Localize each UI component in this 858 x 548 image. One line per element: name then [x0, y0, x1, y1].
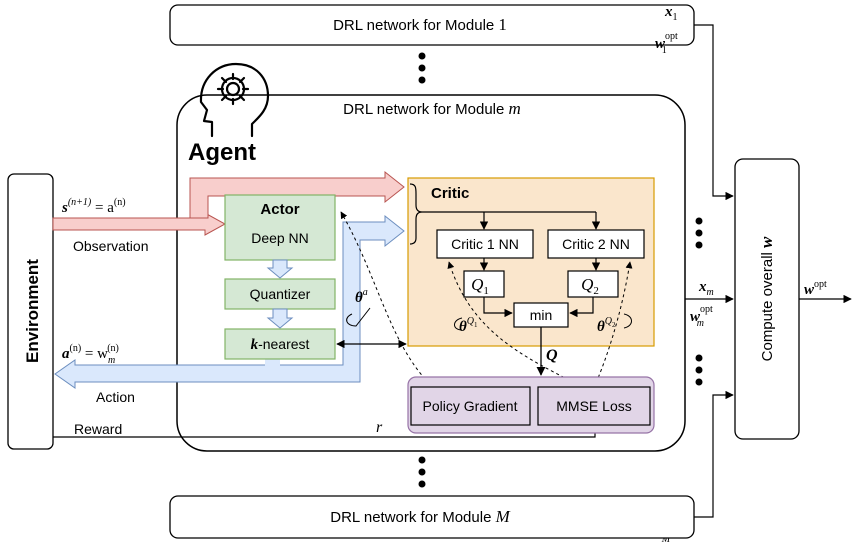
x1-label: x1 [664, 4, 678, 23]
critic1-label: Critic 1 NN [451, 236, 519, 252]
reward-symbol: r [376, 419, 383, 436]
q2-to-min-arrow [569, 297, 594, 318]
mmse-loss-box [537, 386, 651, 426]
actor-to-action-connector [265, 357, 280, 372]
compute-overall-label: Compute overall w [757, 236, 776, 361]
mmse-to-critic2 [595, 261, 633, 384]
action-arrow [54, 214, 405, 389]
knearest-label: k-nearest [251, 336, 310, 353]
module-M-to-compute-arrow [694, 390, 734, 518]
final-w-opt-label: wopt [804, 279, 827, 298]
ellipsis-dots-bottom [418, 456, 426, 488]
q1-to-min-arrow [483, 297, 513, 318]
theta-q2-label: θQ2 [597, 316, 616, 335]
actor-box [224, 194, 336, 261]
action-equation: a(n) = wm(n) [62, 343, 119, 366]
agent-head-gear-icon [199, 62, 270, 138]
q2-box [567, 270, 619, 298]
policy-gradient-label: Policy Gradient [423, 398, 518, 414]
quantizer-to-knearest-arrow [266, 308, 294, 329]
module-1-box: DRL network for Module 1 [169, 4, 695, 46]
policy-gradient-to-actor [340, 211, 439, 393]
observation-label: Observation [73, 238, 148, 254]
actor-title: Actor [260, 201, 299, 218]
policy-gradient-box [410, 386, 531, 426]
knearest-box [224, 328, 336, 360]
observation-equation: s(n+1) = a(n) [61, 197, 126, 216]
theta-q2-curl [623, 313, 632, 329]
actor-network-label: Deep NN [251, 230, 309, 246]
agent-title: Agent [188, 139, 256, 166]
theta-actor-curl [346, 307, 371, 327]
module-M-box: DRL network for Module M [169, 495, 695, 539]
min-box [513, 302, 569, 328]
xm-label: xm [698, 279, 714, 298]
ellipsis-dots-right-bottom [695, 354, 703, 386]
q-output-label: Q [546, 347, 558, 364]
actor-to-quantizer-arrow [266, 259, 294, 279]
mmse-to-critic1 [447, 261, 576, 384]
quantizer-label: Quantizer [250, 286, 311, 302]
q2-label: Q2 [581, 275, 599, 297]
critic2-box [547, 229, 645, 259]
mmse-loss-label: MMSE Loss [556, 398, 631, 414]
critic2-label: Critic 2 NN [562, 236, 630, 252]
module-m-label: DRL network for Module m [343, 99, 521, 118]
critic-title: Critic [431, 185, 469, 202]
theta-actor-label: θa [355, 287, 368, 306]
module-1-label: DRL network for Module [333, 17, 498, 34]
ellipsis-dots-top [418, 52, 426, 84]
theta-q1-curl [454, 317, 463, 331]
svg-text:DRL network for Module M: DRL network for Module M [330, 507, 510, 526]
min-label: min [530, 307, 553, 323]
svg-text:DRL network for Module 1: DRL network for Module 1 [333, 15, 507, 34]
environment-box [7, 173, 54, 450]
module-1-to-compute-arrow [694, 24, 734, 201]
action-label: Action [96, 389, 135, 405]
ellipsis-dots-right-top [695, 217, 703, 249]
theta-q1-label: θQ1 [459, 316, 478, 335]
critic1-box [436, 229, 534, 259]
reward-label: Reward [74, 421, 122, 437]
environment-label: Environment [23, 259, 42, 363]
module-M-label: DRL network for Module [330, 509, 495, 526]
q1-label: Q1 [471, 275, 489, 297]
